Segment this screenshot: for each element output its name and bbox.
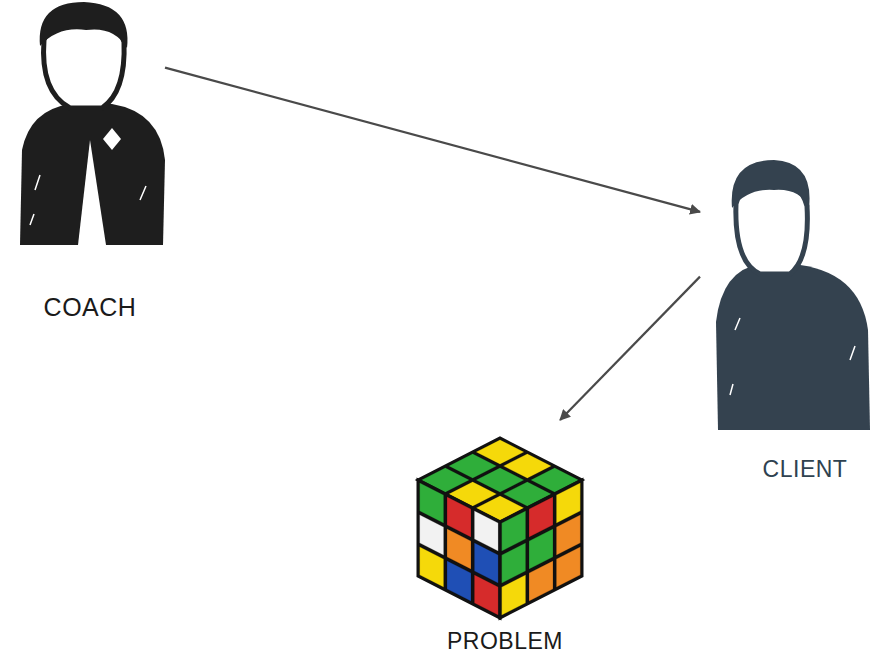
- coach-pin: [103, 128, 121, 150]
- coach-tie: [78, 140, 106, 245]
- client-body: [716, 264, 870, 430]
- cube-face: [500, 480, 582, 618]
- figure-label: COACH: [44, 292, 137, 322]
- sketch-marks: [30, 175, 146, 225]
- coach-hair: [40, 2, 128, 48]
- client-hair: [732, 160, 810, 208]
- arrow-connector: [560, 277, 700, 420]
- figure-label: CLIENT: [763, 456, 848, 484]
- cube-sticker: [502, 575, 526, 615]
- coach-figure: [20, 2, 165, 245]
- client-figure: [716, 160, 870, 430]
- figure-node: CLIENT: [700, 160, 870, 484]
- cube-sticker: [420, 547, 444, 587]
- sketch-marks: [730, 318, 855, 395]
- cube-sticker: [447, 561, 471, 601]
- arrow-connector: [165, 68, 700, 212]
- figure-label: PROBLEM: [447, 628, 563, 656]
- cube-sticker: [556, 547, 580, 587]
- rubiks-cube: [418, 438, 582, 618]
- cube-sticker: [474, 575, 498, 615]
- figure-node: PROBLEM: [410, 420, 600, 656]
- cube-face: [418, 480, 500, 618]
- coach-body: [20, 104, 165, 245]
- cube-sticker: [476, 440, 524, 465]
- figure-node: COACH: [15, 0, 165, 322]
- cube-sticker: [529, 561, 553, 601]
